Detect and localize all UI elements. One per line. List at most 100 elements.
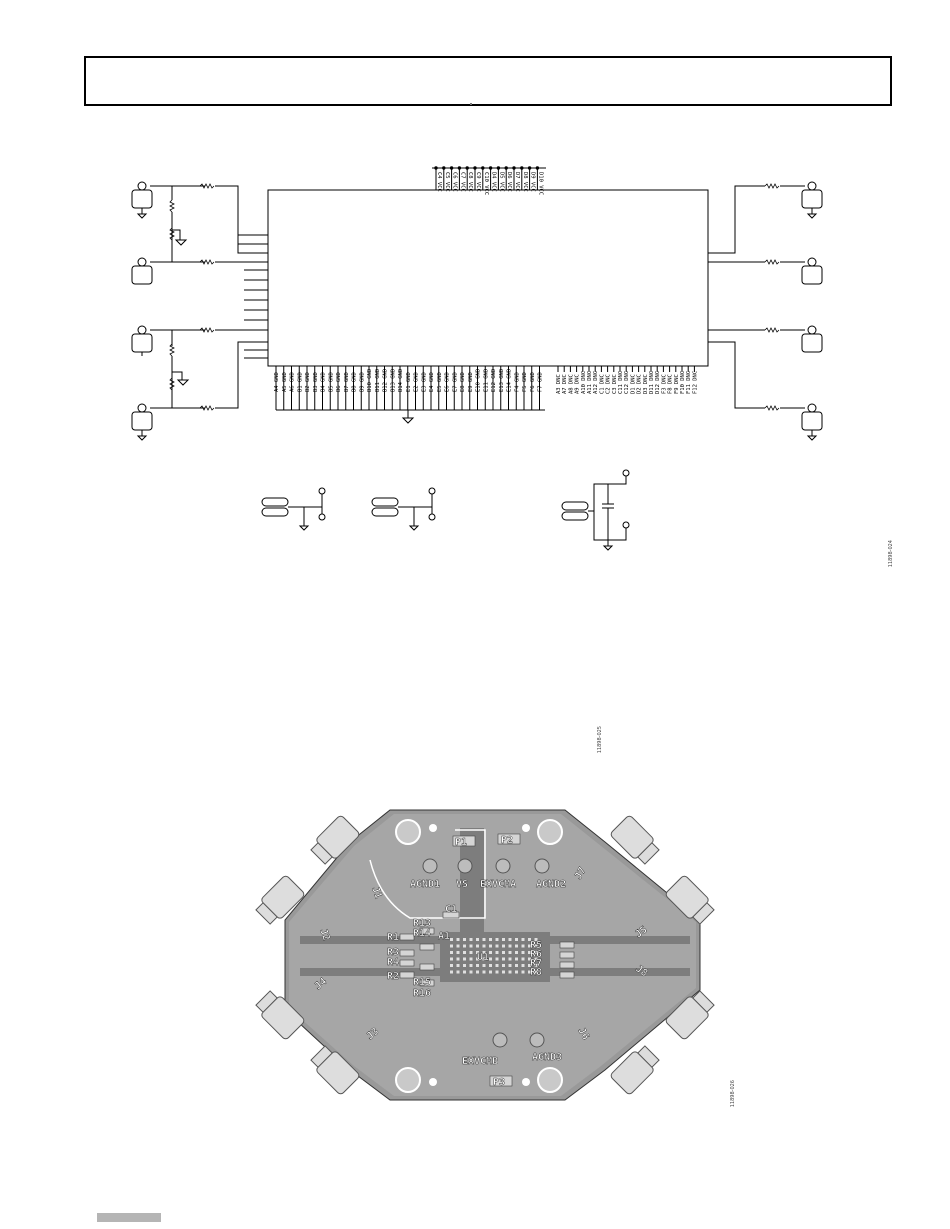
gnd-pin-label: E9 GND bbox=[468, 372, 474, 392]
vcc-pin-dot bbox=[481, 166, 485, 170]
u1-pad bbox=[463, 957, 466, 961]
gnd-pin-label: B11 GND bbox=[375, 369, 381, 392]
u1-pad bbox=[482, 944, 486, 948]
gnd-pin-label: B13 GND bbox=[390, 369, 396, 392]
u1-pad bbox=[521, 970, 525, 974]
dnc-pin-label: C2 DNC bbox=[606, 374, 612, 394]
dnc-pin-label: C11 DNC bbox=[618, 371, 624, 394]
label-r14: R14 bbox=[413, 928, 431, 939]
label-r6: R6 bbox=[530, 949, 542, 960]
u1-pad bbox=[463, 964, 466, 967]
u1-pad bbox=[534, 957, 538, 961]
dnc-pin-label: D11 DNC bbox=[649, 371, 655, 394]
label-vs: VS bbox=[456, 879, 468, 890]
u1-pad bbox=[515, 938, 518, 941]
dnc-pin-label: C12 DNC bbox=[624, 371, 630, 394]
label-p3: P3 bbox=[493, 1077, 505, 1088]
vcc-pin-label: C5 VCC bbox=[444, 172, 450, 192]
u1-pad bbox=[476, 944, 479, 948]
header-mark bbox=[470, 103, 472, 105]
mounting-holes bbox=[395, 819, 563, 1093]
gnd-pin-label: B9 GND bbox=[359, 372, 365, 392]
gnd-pin-label: F4 GND bbox=[514, 372, 520, 392]
pcb-layout: P1 P2 P3 AGND1 VS EXVCMA AGND2 EXVCMB AG… bbox=[255, 809, 715, 1101]
label-r4: R4 bbox=[387, 957, 399, 968]
u1-pad bbox=[476, 964, 479, 967]
u1-pad bbox=[489, 970, 492, 974]
label-p2: P2 bbox=[501, 835, 513, 846]
label-r1: R1 bbox=[387, 932, 399, 943]
label-j6: J6 bbox=[575, 1026, 591, 1042]
dnc-pin-label: D3 DNC bbox=[643, 374, 649, 394]
sma-connectors bbox=[255, 815, 715, 1095]
u1-pad bbox=[515, 970, 518, 974]
vcc-pin-dot bbox=[465, 166, 469, 170]
u1-pad bbox=[521, 957, 525, 961]
gnd-pin-label: E11 GND bbox=[483, 369, 489, 392]
gnd-pin-label: F6 GND bbox=[530, 372, 536, 392]
u1-pad bbox=[502, 957, 505, 961]
label-p1: P1 bbox=[455, 837, 467, 848]
u1-pad bbox=[489, 951, 492, 954]
u1-pad bbox=[456, 951, 460, 954]
gnd-pin-label: A6 GND bbox=[290, 372, 296, 392]
label-u1: U1 bbox=[477, 952, 489, 963]
u1-pad bbox=[515, 944, 518, 948]
vcc-pin-dot bbox=[527, 166, 532, 170]
gnd-pin-label: B14 GND bbox=[398, 369, 404, 392]
u1-pad bbox=[476, 951, 479, 954]
gnd-pin-label: F7 GND bbox=[538, 372, 544, 392]
u1-pad bbox=[450, 938, 453, 941]
u1-pad bbox=[469, 970, 473, 974]
vcc-pin-label: C7 VCC bbox=[459, 172, 465, 192]
u1-pad bbox=[476, 957, 479, 961]
u1-pad bbox=[450, 970, 453, 974]
figure-id-3: 11898-026 bbox=[730, 1080, 736, 1108]
label-r16: R16 bbox=[413, 988, 431, 999]
u1-pad bbox=[502, 938, 505, 941]
u1-pad bbox=[482, 964, 486, 967]
u1-pad bbox=[469, 951, 473, 954]
gnd-pin-label: A4 GND bbox=[274, 372, 280, 392]
u1-pad bbox=[534, 970, 538, 974]
gnd-pin-label: B2 GND bbox=[305, 372, 311, 392]
u1-pad bbox=[456, 964, 460, 967]
gnd-pin-label: E4 GND bbox=[429, 372, 435, 392]
u1-pad bbox=[528, 944, 531, 948]
gnd-pin-label: E5 GND bbox=[437, 372, 443, 392]
gnd-pin-label: E2 GND bbox=[414, 372, 420, 392]
vcc-pin-dot bbox=[520, 166, 524, 170]
u1-pad bbox=[528, 957, 531, 961]
vcc-pin-label: D10 VCC bbox=[537, 172, 543, 195]
gnd-pin-label: B1 GND bbox=[297, 372, 303, 392]
vcc-pin-label: D8 VCC bbox=[522, 172, 528, 192]
dnc-pin-label: F9 DNC bbox=[674, 374, 680, 394]
u1-pad bbox=[521, 938, 525, 941]
u1-pad bbox=[482, 957, 486, 961]
u1-pad bbox=[502, 951, 505, 954]
dnc-pin-label: D1 DNC bbox=[630, 374, 636, 394]
gnd-pin-label: E10 GND bbox=[476, 369, 482, 392]
dnc-pin-label: A11 DNC bbox=[587, 371, 593, 394]
gnd-pin-label: E3 GND bbox=[421, 372, 427, 392]
u1-pad bbox=[463, 944, 466, 948]
u1-pad bbox=[495, 951, 499, 954]
gnd-pin-label: B8 GND bbox=[352, 372, 358, 392]
u1-pad bbox=[456, 938, 460, 941]
u1-pad bbox=[521, 951, 525, 954]
u1-pad bbox=[469, 964, 473, 967]
label-agnd3: AGND3 bbox=[532, 1052, 562, 1063]
label-exvcma: EXVCMA bbox=[480, 879, 516, 890]
vcc-pin-label: C6 VCC bbox=[452, 172, 458, 192]
vcc-pin-dot bbox=[473, 166, 477, 170]
vcc-pin-label: C8 VCC bbox=[467, 172, 473, 192]
vcc-pin-label: C9 VCC bbox=[475, 172, 481, 192]
label-r15: R15 bbox=[413, 977, 431, 988]
u1-pad bbox=[450, 957, 453, 961]
dnc-pin-label: F12 DNC bbox=[692, 371, 698, 394]
vcc-pin-dot bbox=[434, 166, 438, 170]
gnd-pin-label: B12 GND bbox=[383, 369, 389, 392]
u1-pad bbox=[515, 951, 518, 954]
dnc-pin-label: D12 DNC bbox=[655, 371, 661, 394]
u1-pad bbox=[450, 964, 453, 967]
